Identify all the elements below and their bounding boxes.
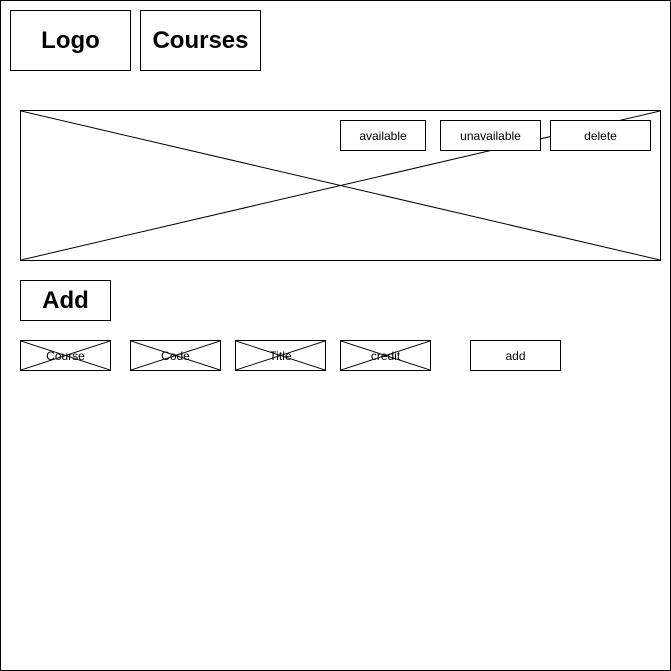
courses-nav-button[interactable]: Courses — [140, 10, 261, 71]
course-input[interactable]: Course — [20, 340, 111, 371]
available-button-label: available — [359, 128, 407, 143]
title-input-label: Title — [269, 348, 292, 363]
delete-button[interactable]: delete — [550, 120, 651, 151]
available-button[interactable]: available — [340, 120, 426, 151]
credit-input[interactable]: credit — [340, 340, 431, 371]
credit-input-label: credit — [370, 348, 401, 363]
add-section-title-label: Add — [42, 286, 89, 314]
unavailable-button-label: unavailable — [460, 128, 521, 143]
unavailable-button[interactable]: unavailable — [440, 120, 541, 151]
title-input[interactable]: Title — [235, 340, 326, 371]
logo: Logo — [10, 10, 131, 71]
delete-button-label: delete — [584, 128, 617, 143]
add-button-label: add — [505, 348, 526, 363]
courses-nav-label: Courses — [152, 26, 249, 54]
logo-label: Logo — [41, 26, 100, 54]
add-button[interactable]: add — [470, 340, 561, 371]
course-input-label: Course — [46, 348, 85, 363]
code-input[interactable]: Code — [130, 340, 221, 371]
add-section-title: Add — [20, 280, 111, 321]
code-input-label: Code — [161, 348, 190, 363]
